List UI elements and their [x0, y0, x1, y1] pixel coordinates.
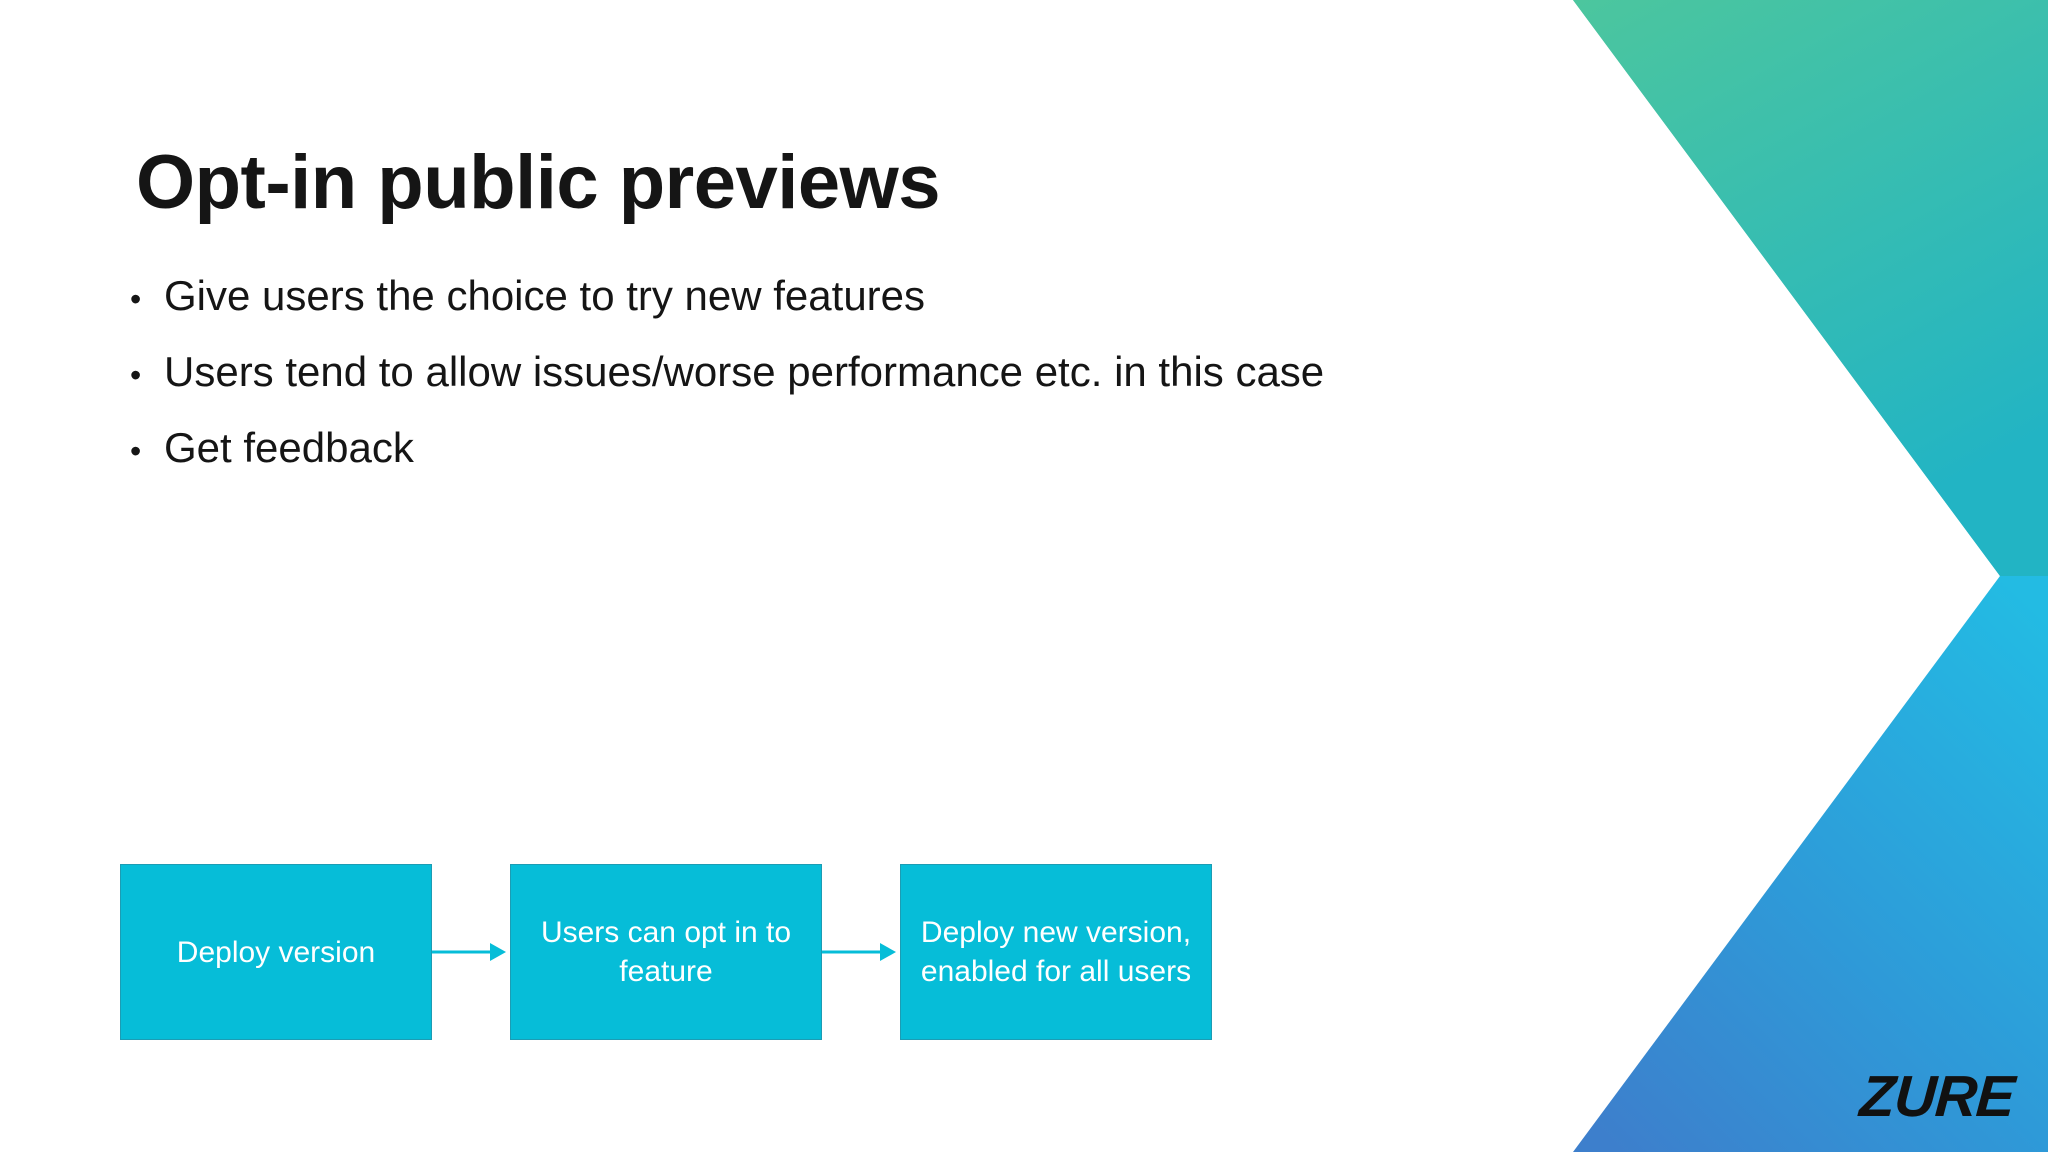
process-flow-diagram: Deploy version Users can opt in to featu… — [120, 864, 1212, 1040]
bullet-text: Get feedback — [164, 424, 414, 471]
bullet-dot-icon: • — [130, 433, 142, 469]
arrow-head — [490, 943, 506, 961]
bullet-dot-icon: • — [130, 281, 142, 317]
bullet-dot-icon: • — [130, 357, 142, 393]
flow-step-users-opt-in: Users can opt in to feature — [510, 864, 822, 1040]
arrow-shaft — [432, 950, 496, 954]
arrow-head — [880, 943, 896, 961]
bullet-text: Give users the choice to try new feature… — [164, 272, 926, 319]
flow-arrow-right-icon — [822, 937, 900, 967]
flow-arrow-right-icon — [432, 937, 510, 967]
list-item: • Give users the choice to try new featu… — [130, 275, 1430, 317]
flow-step-deploy-version: Deploy version — [120, 864, 432, 1040]
list-item: • Users tend to allow issues/worse perfo… — [130, 351, 1430, 393]
bullet-list: • Give users the choice to try new featu… — [130, 275, 1430, 503]
arrow-shaft — [822, 950, 886, 954]
flow-step-deploy-all-users: Deploy new version, enabled for all user… — [900, 864, 1212, 1040]
zure-logo: ZURE — [1857, 1064, 2017, 1129]
brand-chevron-decoration — [1573, 0, 2048, 1152]
bullet-text: Users tend to allow issues/worse perform… — [164, 348, 1325, 395]
list-item: • Get feedback — [130, 427, 1430, 469]
slide-title: Opt-in public previews — [136, 139, 941, 225]
